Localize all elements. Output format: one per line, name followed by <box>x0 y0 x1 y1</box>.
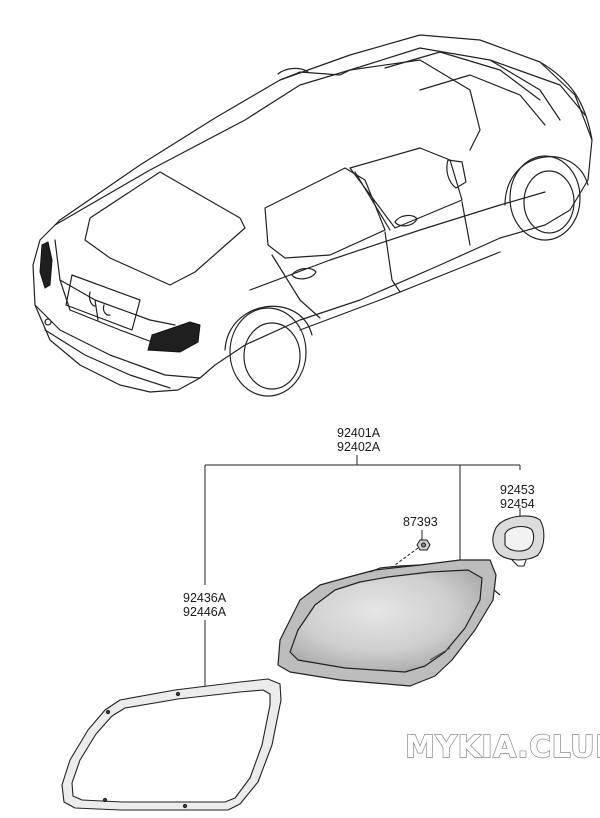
gasket-part <box>61 678 282 811</box>
leader-lines <box>204 455 521 690</box>
gasket-label-2: 92446A <box>183 605 227 619</box>
bulb-holder-part <box>492 515 545 567</box>
gasket-label-1: 92436A <box>183 591 227 605</box>
lamp-assembly-label-2: 92402A <box>337 440 381 454</box>
bulb-holder-label-2: 92454 <box>500 497 535 511</box>
car-illustration <box>32 34 593 397</box>
nut-label: 87393 <box>403 515 438 529</box>
tail-light-left-marker <box>39 241 53 289</box>
nut-part <box>416 539 431 551</box>
watermark-logo: MYKIA.CLUB <box>405 730 600 765</box>
lamp-assembly-part <box>277 559 501 687</box>
tail-light-right-marker <box>147 321 201 353</box>
bulb-holder-label-1: 92453 <box>500 483 535 497</box>
lamp-assembly-label-1: 92401A <box>337 426 381 440</box>
